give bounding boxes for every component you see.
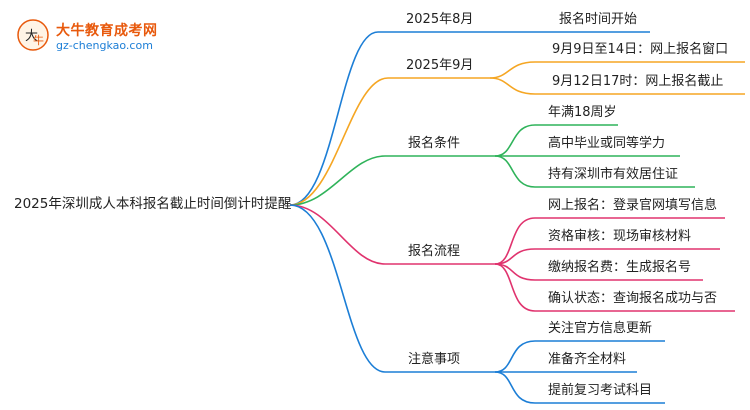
logo-url: gz-chengkao.com (56, 39, 153, 52)
root-topic: 2025年深圳成人本科报名截止时间倒计时提醒 (14, 196, 292, 212)
connector-root-branch-5 (289, 204, 386, 373)
branch-label-2025-sep: 2025年9月 (406, 58, 474, 73)
branch-label-conditions: 报名条件 (408, 136, 461, 151)
connector-leaf-4-4 (494, 263, 735, 312)
logo-title: 大牛教育成考网 (56, 23, 158, 39)
svg-text:大: 大 (25, 29, 38, 44)
leaf-online-window: 9月9日至14日：网上报名窗口 (552, 42, 729, 57)
connector-leaf-4-1 (494, 217, 725, 265)
leaf-age-requirement: 年满18周岁 (548, 105, 617, 120)
connector-leaf-2-2 (489, 77, 745, 95)
leaf-education-requirement: 高中毕业或同等学力 (548, 136, 666, 151)
leaf-registration-start: 报名时间开始 (559, 12, 638, 27)
leaf-online-deadline: 9月12日17时：网上报名截止 (552, 74, 724, 89)
connector-leaf-3-3 (494, 155, 695, 188)
logo-emblem-icon: 大 牛 (17, 19, 49, 51)
leaf-review-subjects: 提前复习考试科目 (548, 383, 653, 398)
branch-label-2025-aug: 2025年8月 (406, 12, 474, 27)
leaf-qualification-review: 资格审核：现场审核材料 (548, 229, 692, 244)
site-logo[interactable]: 大 牛 大牛教育成考网 gz-chengkao.com (16, 16, 196, 56)
connector-leaf-5-1 (494, 340, 665, 373)
leaf-prepare-materials: 准备齐全材料 (548, 352, 627, 367)
connector-root-branch-2 (289, 77, 389, 206)
leaf-residence-requirement: 持有深圳市有效居住证 (548, 167, 679, 182)
branch-label-process: 报名流程 (408, 244, 461, 259)
connector-root-branch-1 (289, 31, 379, 206)
connector-leaf-3-1 (494, 124, 618, 157)
leaf-online-registration: 网上报名：登录官网填写信息 (548, 198, 718, 213)
connector-leaf-2-1 (489, 61, 745, 79)
connector-root-branch-3 (289, 155, 386, 206)
connector-leaf-4-2 (494, 248, 720, 265)
leaf-follow-updates: 关注官方信息更新 (548, 321, 653, 336)
branch-label-notes: 注意事项 (408, 352, 461, 367)
connector-root-branch-4 (289, 204, 386, 265)
connector-leaf-5-3 (494, 371, 665, 404)
svg-text:牛: 牛 (33, 33, 44, 47)
leaf-fee-payment: 缴纳报名费：生成报名号 (548, 260, 692, 275)
leaf-status-confirm: 确认状态：查询报名成功与否 (548, 291, 718, 306)
